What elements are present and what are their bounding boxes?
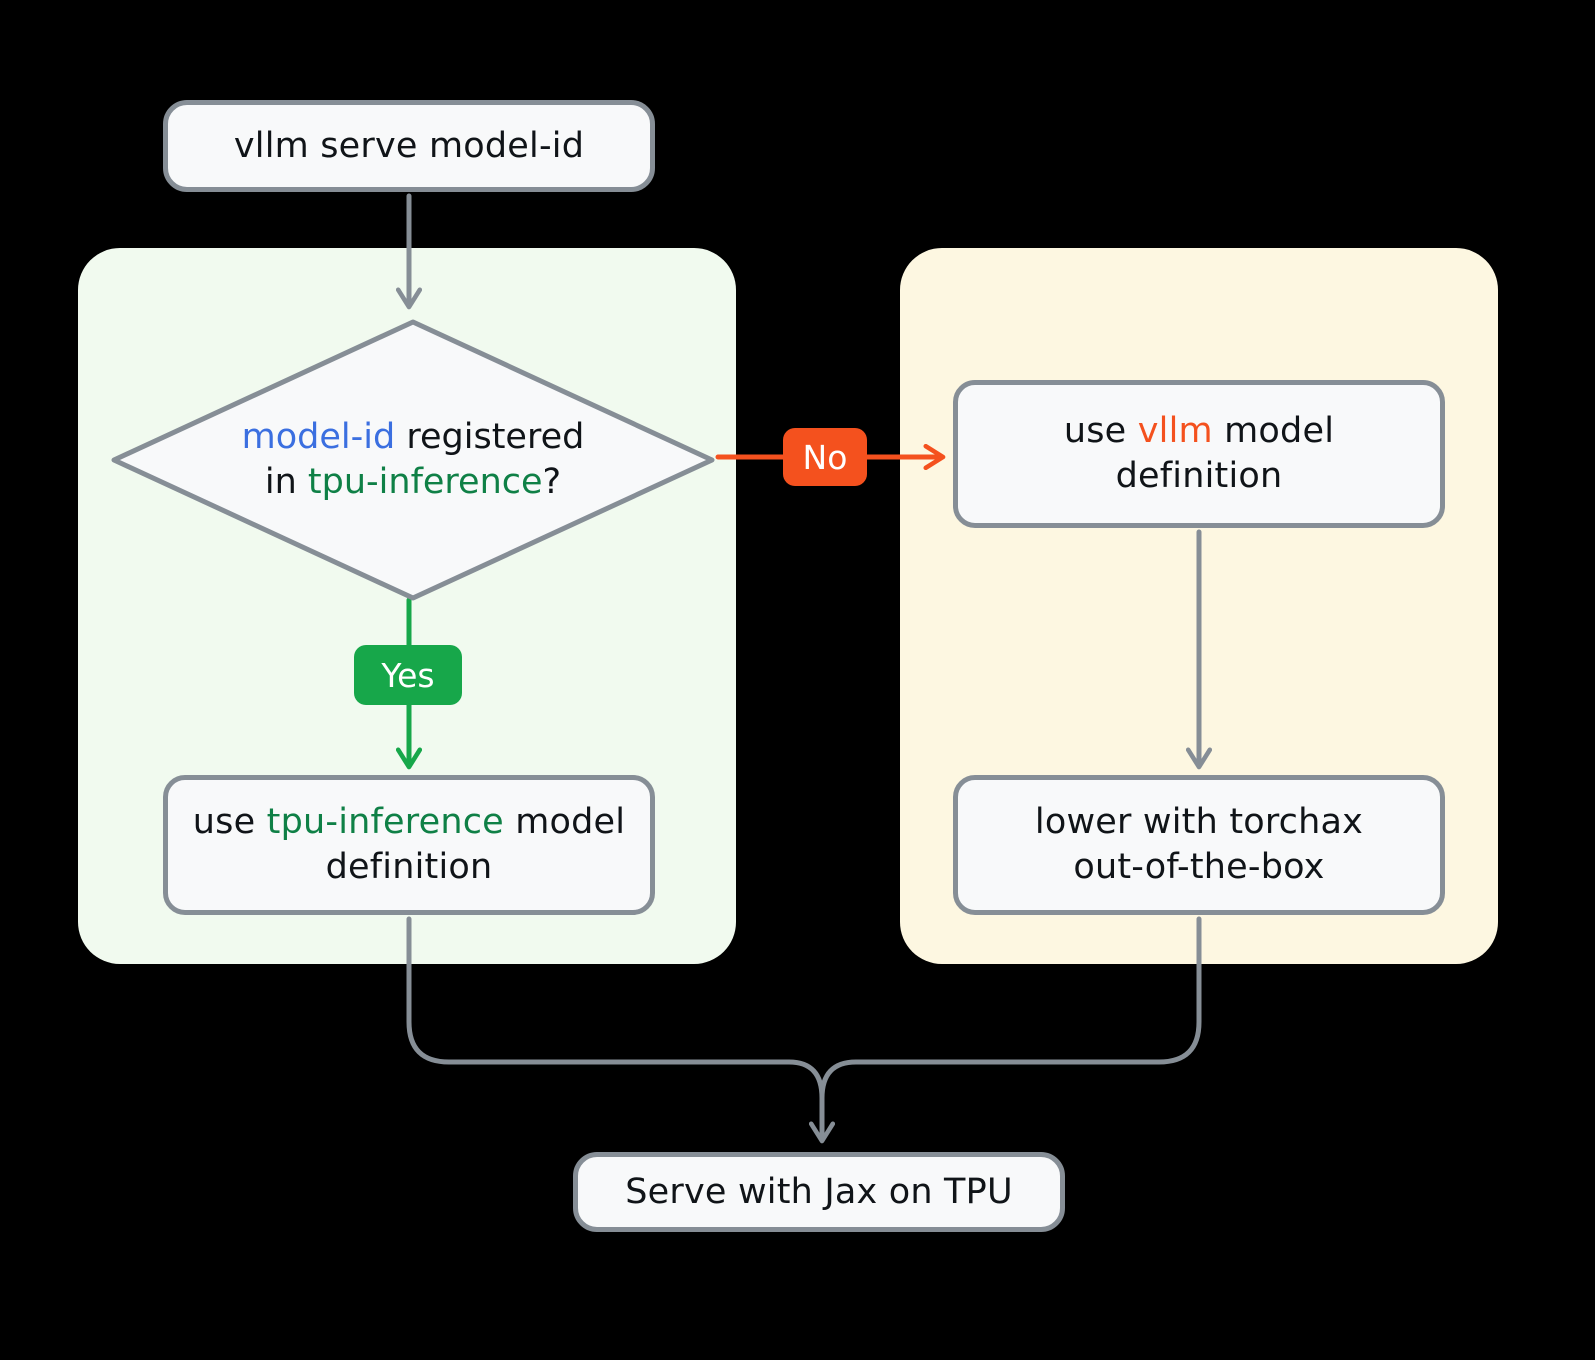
tpu-token-prefix: use [192, 802, 267, 843]
node-serve-label: Serve with Jax on TPU [625, 1171, 1013, 1212]
vllm-token-suffix: model definition [1115, 411, 1335, 496]
vllm-token-prefix: use [1063, 411, 1138, 452]
node-start[interactable]: vllm serve model-id [163, 100, 655, 192]
tpu-token-suffix: model definition [325, 802, 626, 887]
node-start-label: vllm serve model-id [233, 125, 585, 166]
tpu-token-highlight: tpu-inference [266, 802, 504, 843]
edge-label-no[interactable]: No [783, 428, 867, 486]
torchax-line-2: out-of-the-box [1073, 847, 1325, 887]
edge-label-yes-text: Yes [381, 655, 435, 695]
node-use-vllm-model-definition[interactable]: use vllm model definition [953, 380, 1445, 528]
node-decision[interactable]: model-id registered in tpu-inference? [108, 316, 718, 604]
torchax-line-1: lower with torchax [1034, 802, 1364, 843]
node-serve-with-jax-on-tpu[interactable]: Serve with Jax on TPU [573, 1152, 1065, 1232]
vllm-token-highlight: vllm [1137, 411, 1213, 452]
edge-label-yes[interactable]: Yes [354, 645, 462, 705]
node-use-tpu-label: use tpu-inference model definition [188, 800, 630, 890]
node-use-vllm-label: use vllm model definition [978, 409, 1420, 499]
diamond-shape [111, 319, 715, 601]
node-use-tpu-inference-model-definition[interactable]: use tpu-inference model definition [163, 775, 655, 915]
edge-label-no-text: No [802, 437, 848, 477]
